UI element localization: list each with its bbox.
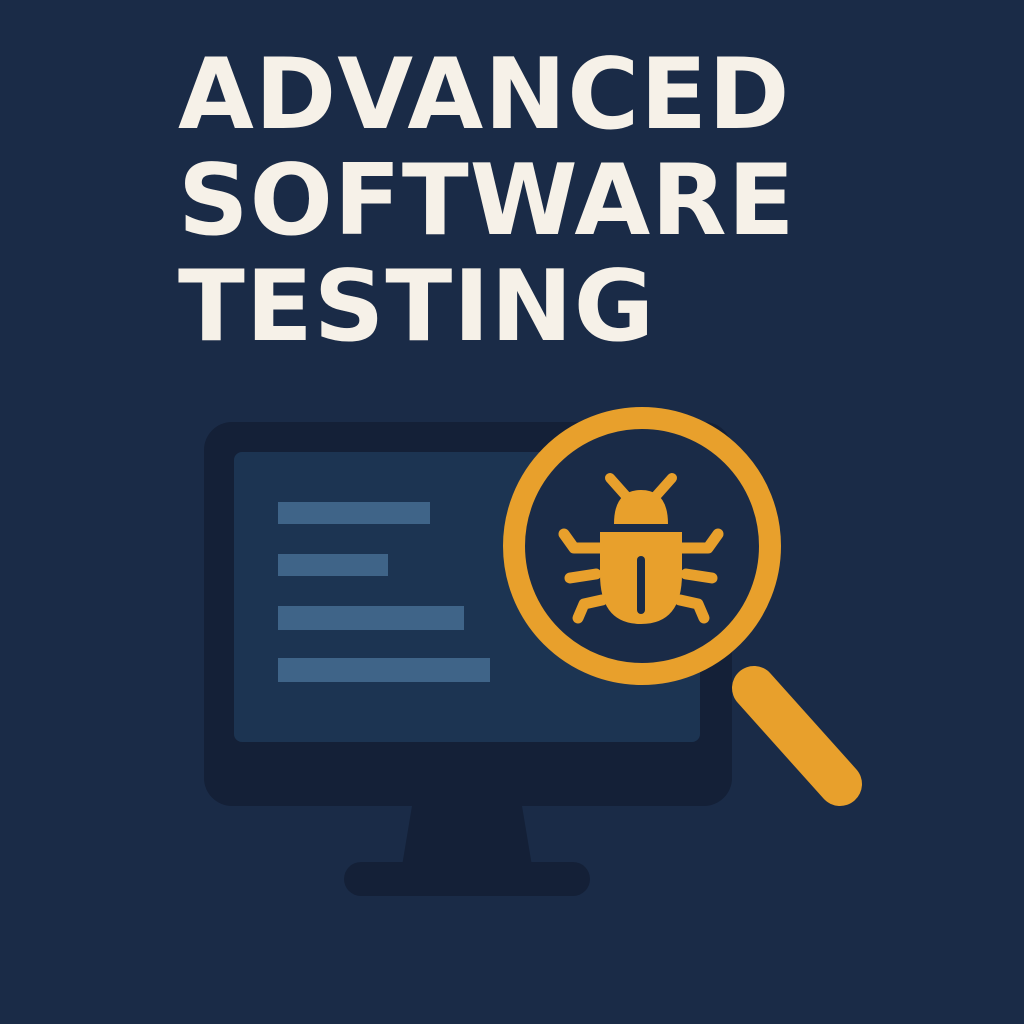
title-line-2: SOFTWARE: [178, 144, 796, 258]
monitor-base: [344, 862, 590, 896]
code-line: [278, 554, 388, 576]
code-line: [278, 606, 464, 630]
bug-icon: [558, 473, 724, 624]
title-line-3: TESTING: [178, 250, 656, 364]
code-line: [278, 658, 490, 682]
monitor-stand: [402, 806, 532, 866]
title-line-1: ADVANCED: [178, 38, 791, 152]
magnifier-handle: [732, 666, 862, 806]
cover-title: ADVANCED SOFTWARE TESTING: [178, 42, 796, 360]
code-line: [278, 502, 430, 524]
